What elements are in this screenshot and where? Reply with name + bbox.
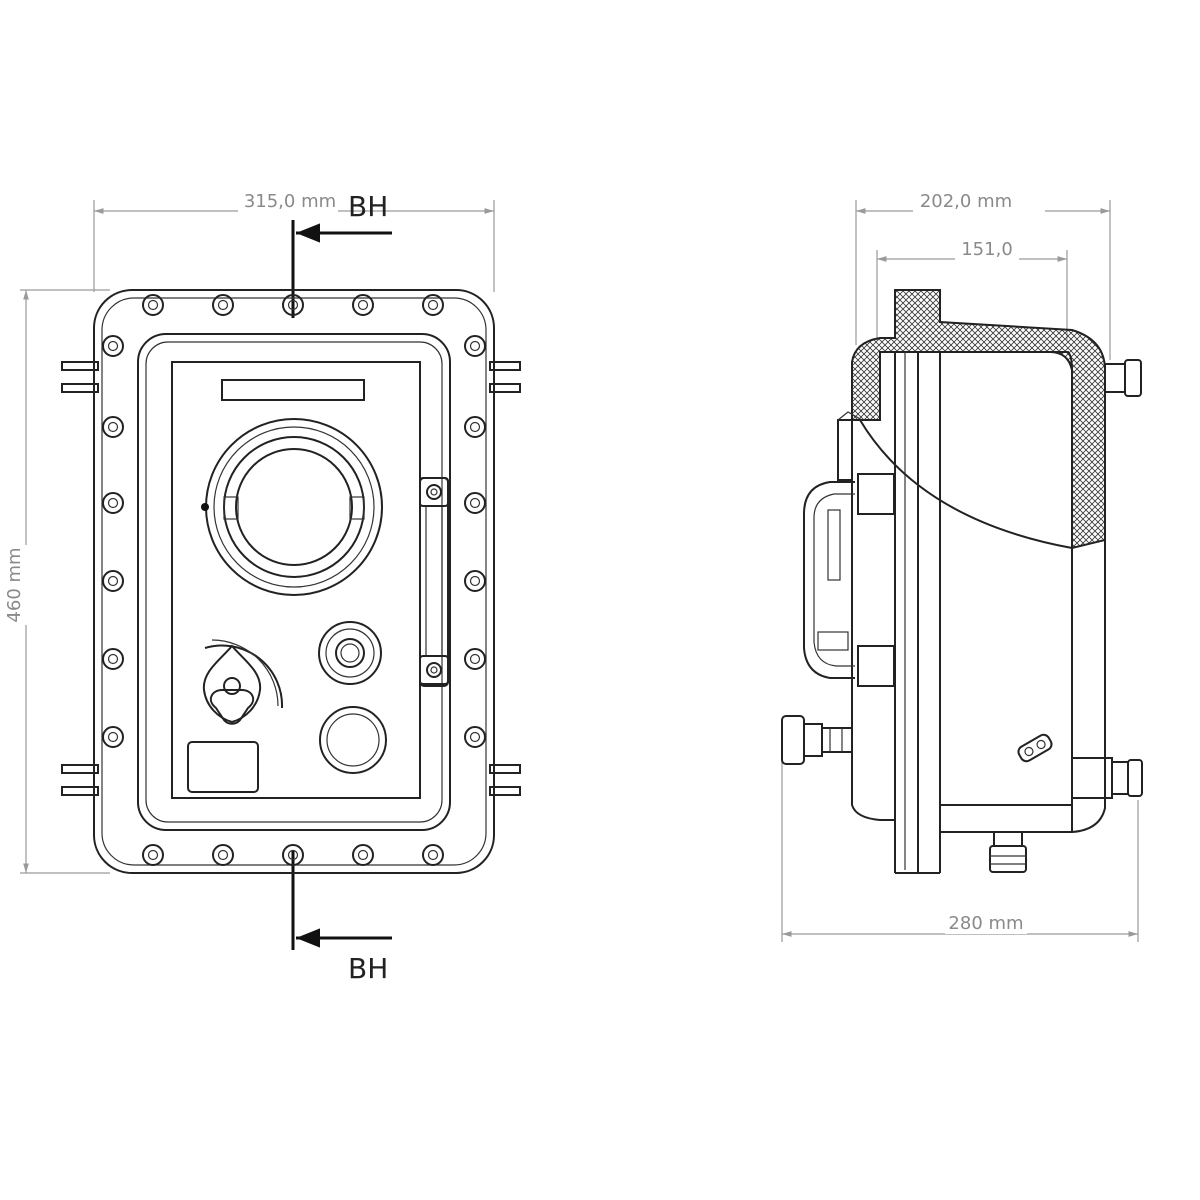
flange-bolt-hole xyxy=(217,849,229,861)
inner-dimension: 151,0 xyxy=(876,238,1068,340)
flange-bolt xyxy=(142,294,164,316)
bottom-dimension-label: 280 mm xyxy=(948,913,1023,934)
flange-bolt-hole xyxy=(107,653,119,665)
enclosure-flange xyxy=(93,289,495,874)
section-mark-top: BH xyxy=(291,190,392,318)
flange-bolt xyxy=(102,648,124,670)
depth-dimension: 202,0 mm xyxy=(855,190,1111,360)
breather-valve xyxy=(1017,733,1053,763)
height-dimension-label: 460 mm xyxy=(4,547,25,622)
flange-bolt xyxy=(102,726,124,748)
flange-bolt xyxy=(212,294,234,316)
flange-bolt xyxy=(142,844,164,866)
cable-gland-bottom xyxy=(989,831,1027,873)
push-button xyxy=(319,706,387,774)
flange-bolt-hole xyxy=(217,299,229,311)
flange-bolt-hole xyxy=(287,299,299,311)
viewing-window xyxy=(201,418,383,596)
flange-bolt-hole xyxy=(107,340,119,352)
flange-bolt-hole xyxy=(107,497,119,509)
flange-bolt xyxy=(464,648,486,670)
flange-bolt xyxy=(282,294,304,316)
flange-bolt xyxy=(464,726,486,748)
flange-bolt-hole xyxy=(147,299,159,311)
flange-bolt xyxy=(422,844,444,866)
flange-bolt-hole xyxy=(287,849,299,861)
flange-bolt-hole xyxy=(357,849,369,861)
info-plate xyxy=(187,741,259,793)
flange-bolt xyxy=(422,294,444,316)
cable-gland-left xyxy=(781,715,853,765)
side-view: 202,0 mm 151,0 280 mm xyxy=(781,190,1143,942)
flange-bolt xyxy=(464,335,486,357)
flange-bolt xyxy=(102,570,124,592)
flange-bolt-hole xyxy=(147,849,159,861)
width-dimension-label: 315,0 mm xyxy=(244,191,336,212)
mounting-lugs xyxy=(61,361,521,796)
front-view: 315,0 mm 460 mm BH BH xyxy=(4,190,521,985)
section-label-top: BH xyxy=(348,190,388,223)
flange-bolt xyxy=(464,570,486,592)
flange-bolt-hole xyxy=(469,421,481,433)
flange-bolts xyxy=(102,294,486,866)
flange-bolt xyxy=(282,844,304,866)
flange-bolt-hole xyxy=(469,653,481,665)
selector-switch xyxy=(202,639,284,725)
height-dimension: 460 mm xyxy=(4,289,110,874)
inner-dimension-label: 151,0 xyxy=(961,239,1013,260)
flange-bolt-hole xyxy=(357,299,369,311)
depth-dimension-label: 202,0 mm xyxy=(920,191,1012,212)
indicator-lamp xyxy=(318,621,382,685)
flange-bolt-hole xyxy=(107,731,119,743)
nameplate xyxy=(221,379,365,401)
flange-bolt xyxy=(464,416,486,438)
door-handle xyxy=(419,477,449,687)
flange-bolt-hole xyxy=(107,575,119,587)
flange-bolt-hole xyxy=(469,575,481,587)
side-handle xyxy=(803,411,895,687)
flange-bolt xyxy=(102,335,124,357)
cable-gland-right-bottom xyxy=(1071,757,1143,799)
flange-bolt xyxy=(102,416,124,438)
flange-bolt-hole xyxy=(469,340,481,352)
width-dimension: 315,0 mm xyxy=(93,190,495,292)
flange-bolt-hole xyxy=(469,731,481,743)
flange-bolt xyxy=(352,294,374,316)
flange-bolt xyxy=(102,492,124,514)
section-mark-bottom: BH xyxy=(291,850,392,985)
flange-bolt-hole xyxy=(427,299,439,311)
flange-bolt xyxy=(212,844,234,866)
bottom-dimension: 280 mm xyxy=(781,740,1139,942)
flange-bolt xyxy=(352,844,374,866)
door-frame xyxy=(137,333,451,831)
cover-section xyxy=(851,289,1106,550)
flange-bolt-hole xyxy=(469,497,481,509)
enclosure-body xyxy=(851,351,1106,874)
flange-bolt xyxy=(464,492,486,514)
flange-bolt-hole xyxy=(427,849,439,861)
flange-bolt-hole xyxy=(107,421,119,433)
section-label-bottom: BH xyxy=(348,952,388,985)
cable-gland-right-top xyxy=(1104,359,1142,397)
